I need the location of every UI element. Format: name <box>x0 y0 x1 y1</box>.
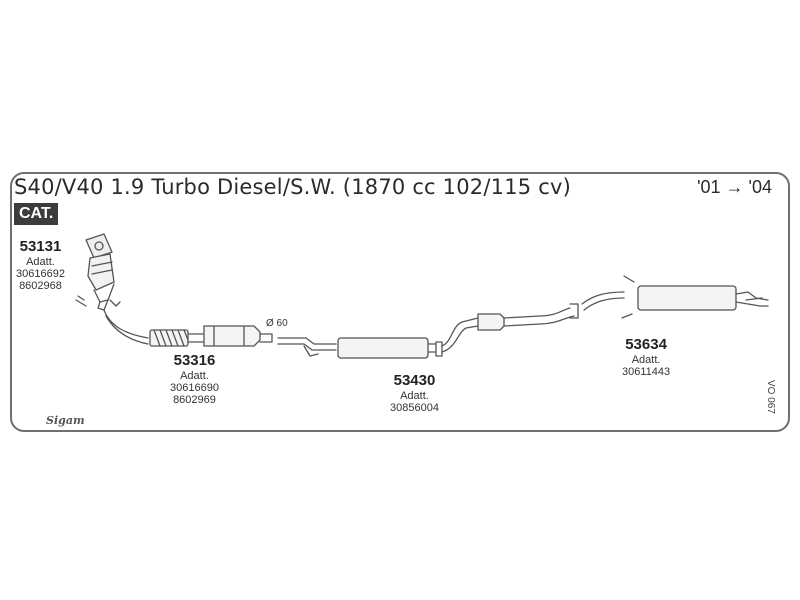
part-label-53634: 53634 Adatt. 30611443 <box>622 336 670 378</box>
part-label-53430: 53430 Adatt. 30856004 <box>390 372 439 414</box>
part-number: 53316 <box>173 352 216 369</box>
ref-number: 8602969 <box>173 394 216 406</box>
cat-badge: CAT. <box>14 203 59 225</box>
ref-number: 30856004 <box>390 402 439 414</box>
part-number: 53634 <box>625 336 667 353</box>
ref-number: 30616692 <box>16 268 65 280</box>
drawing-code: VO 067 <box>765 380 776 414</box>
part-number: 53430 <box>393 372 436 389</box>
ref-number: 30611443 <box>622 366 671 378</box>
pipe-diameter-label: Ø 60 <box>266 318 288 329</box>
part-label-53131: 53131 Adatt. 30616692 8602968 <box>16 238 65 292</box>
adatt-label: Adatt. <box>180 370 209 382</box>
adatt-label: Adatt. <box>400 390 429 402</box>
adatt-label: Adatt. <box>631 354 661 366</box>
part-label-53316: 53316 Adatt. 30616690 8602969 <box>170 352 219 406</box>
diagram-title: S40/V40 1.9 Turbo Diesel/S.W. (1870 cc 1… <box>14 175 571 199</box>
brand-logo: Sigam <box>46 414 85 427</box>
part-53316-drawing <box>103 309 273 347</box>
part-53131-drawing <box>75 233 121 311</box>
part-number: 53131 <box>19 238 62 255</box>
part-53634-drawing <box>581 275 769 319</box>
ref-number: 8602968 <box>19 280 62 292</box>
ref-number: 30616690 <box>170 382 219 394</box>
adatt-label: Adatt. <box>26 256 55 268</box>
part-53430-drawing <box>277 303 579 359</box>
model-years: '01 → '04 <box>697 177 772 197</box>
